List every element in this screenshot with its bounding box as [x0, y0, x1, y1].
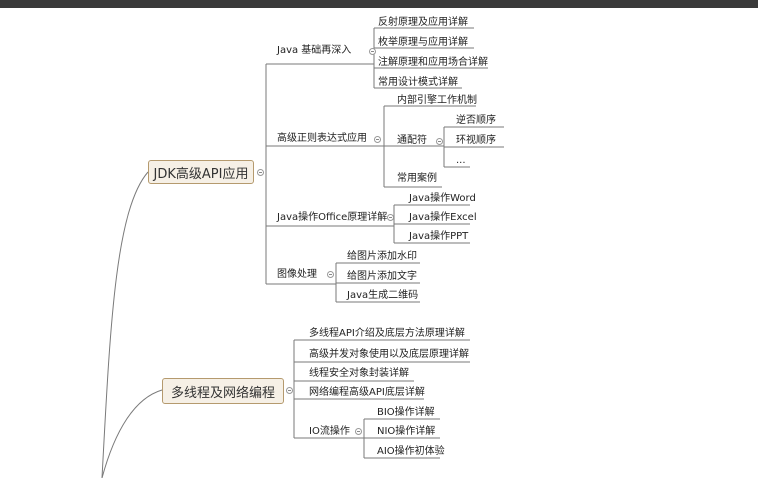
leaf-annotation[interactable]: 注解原理和应用场合详解 — [378, 57, 488, 68]
leaf-engine-mechanism[interactable]: 内部引擎工作机制 — [397, 95, 477, 106]
collapse-toggle-icon[interactable] — [355, 428, 362, 435]
branch-regex[interactable]: 高级正则表达式应用 — [277, 133, 367, 144]
collapse-toggle-icon[interactable] — [436, 138, 443, 145]
leaf-qrcode[interactable]: Java生成二维码 — [347, 290, 419, 301]
collapse-toggle-icon[interactable] — [374, 136, 381, 143]
branch-io[interactable]: IO流操作 — [309, 426, 350, 437]
leaf-word[interactable]: Java操作Word — [409, 193, 476, 204]
topic-multithread-network[interactable]: 多线程及网络编程 — [162, 378, 284, 404]
leaf-nio[interactable]: NIO操作详解 — [377, 426, 436, 437]
trunk-to-jdk — [101, 171, 149, 478]
branch-image-processing[interactable]: 图像处理 — [277, 269, 317, 280]
leaf-ppt[interactable]: Java操作PPT — [409, 231, 469, 242]
leaf-ellipsis[interactable]: ... — [456, 155, 466, 166]
collapse-toggle-icon[interactable] — [387, 214, 394, 221]
branch-wildcard[interactable]: 通配符 — [397, 135, 427, 146]
leaf-reflection[interactable]: 反射原理及应用详解 — [378, 17, 468, 28]
leaf-design-patterns[interactable]: 常用设计模式详解 — [378, 77, 458, 88]
leaf-thread-safe[interactable]: 线程安全对象封装详解 — [309, 368, 409, 379]
trunk-to-thread — [101, 389, 163, 478]
leaf-common-cases[interactable]: 常用案例 — [397, 173, 437, 184]
leaf-aio[interactable]: AIO操作初体验 — [377, 446, 445, 457]
leaf-bio[interactable]: BIO操作详解 — [377, 407, 435, 418]
leaf-enum[interactable]: 枚举原理与应用详解 — [378, 37, 468, 48]
leaf-thread-api[interactable]: 多线程API介绍及底层方法原理详解 — [309, 328, 465, 339]
leaf-concurrent-objects[interactable]: 高级并发对象使用以及底层原理详解 — [309, 349, 469, 360]
leaf-network-api[interactable]: 网络编程高级API底层详解 — [309, 387, 425, 398]
collapse-toggle-icon[interactable] — [327, 271, 334, 278]
branch-java-basics[interactable]: Java 基础再深入 — [277, 45, 352, 56]
branch-office[interactable]: Java操作Office原理详解 — [277, 212, 388, 223]
leaf-negation-order[interactable]: 逆否顺序 — [456, 115, 496, 126]
leaf-excel[interactable]: Java操作Excel — [409, 212, 477, 223]
leaf-watermark[interactable]: 给图片添加水印 — [347, 251, 417, 262]
collapse-toggle-icon[interactable] — [369, 48, 376, 55]
collapse-toggle-icon[interactable] — [257, 169, 264, 176]
collapse-toggle-icon[interactable] — [286, 387, 293, 394]
leaf-lookaround-order[interactable]: 环视顺序 — [456, 135, 496, 146]
window-top-bar — [0, 0, 758, 8]
leaf-add-text[interactable]: 给图片添加文字 — [347, 271, 417, 282]
topic-jdk-advanced-api[interactable]: JDK高级API应用 — [148, 160, 254, 184]
